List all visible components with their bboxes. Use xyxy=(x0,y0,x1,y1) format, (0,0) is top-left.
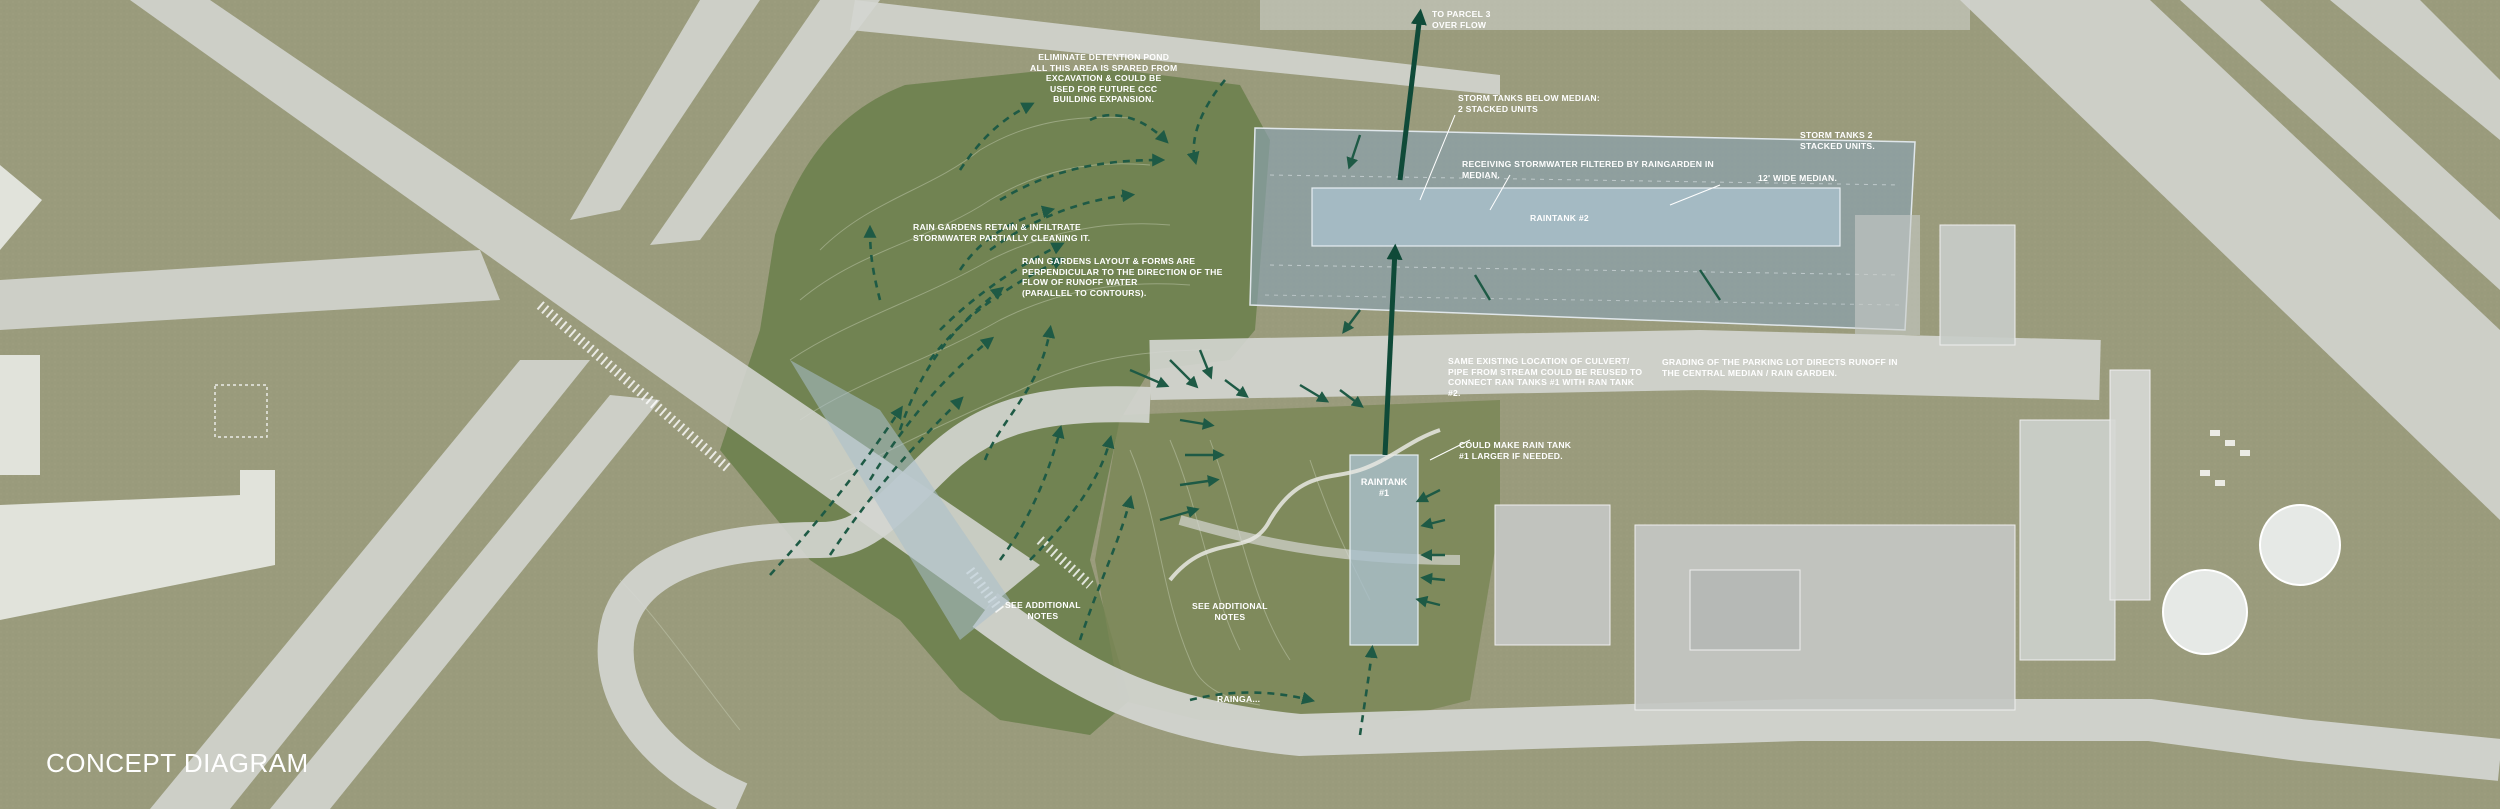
note-receiving-stormwater: RECEIVING STORMWATER FILTERED BY RAINGAR… xyxy=(1462,159,1714,180)
tank-circle-2 xyxy=(2162,569,2248,655)
note-storm-tanks-median: STORM TANKS BELOW MEDIAN: 2 STACKED UNIT… xyxy=(1458,93,1600,114)
note-culvert-reuse: SAME EXISTING LOCATION OF CULVERT/ PIPE … xyxy=(1448,356,1643,398)
leaders xyxy=(1419,114,1721,461)
note-rain-gardens-layout: RAIN GARDENS LAYOUT & FORMS ARE PERPENDI… xyxy=(1022,256,1223,298)
diagram-title: CONCEPT DIAGRAM xyxy=(46,748,309,778)
note-raingarden: RAINGA... xyxy=(1217,694,1261,704)
raintank-1 xyxy=(1349,454,1419,646)
north-drive xyxy=(1149,329,2101,400)
raingarden-zone xyxy=(720,70,1270,735)
access-loop xyxy=(597,386,1151,809)
parking-lot-north xyxy=(1249,127,1920,335)
flow-arrows xyxy=(1129,134,1721,608)
south-drive xyxy=(972,593,2500,781)
connector-arrows xyxy=(1382,8,1427,456)
note-see-additional-2: SEE ADDITIONAL NOTES xyxy=(1192,601,1268,622)
neighbor-building xyxy=(0,165,275,620)
note-median-width: 12' WIDE MEDIAN. xyxy=(1758,173,1838,183)
raintank-1-label: RAINTANK #1 xyxy=(1360,477,1408,498)
note-rain-gardens-retain: RAIN GARDENS RETAIN & INFILTRATE STORMWA… xyxy=(913,222,1091,243)
culvert-overlay xyxy=(790,360,1010,640)
utility-grid xyxy=(2200,430,2250,486)
runoff-arrows xyxy=(769,79,1378,736)
note-storm-tanks-right: STORM TANKS 2 STACKED UNITS. xyxy=(1800,130,1875,151)
stream xyxy=(1168,428,1441,582)
tank-circle-1 xyxy=(2259,504,2341,586)
note-parcel-overflow: TO PARCEL 3 OVER FLOW xyxy=(1432,9,1491,30)
note-detention-pond: ELIMINATE DETENTION POND ALL THIS AREA I… xyxy=(1030,52,1178,104)
raintank-2-label: RAINTANK #2 xyxy=(1530,213,1589,223)
note-parking-grading: GRADING OF THE PARKING LOT DIRECTS RUNOF… xyxy=(1662,357,1898,378)
dashed-footprint xyxy=(214,384,268,438)
note-larger-tank: COULD MAKE RAIN TANK #1 LARGER IF NEEDED… xyxy=(1459,440,1572,461)
main-building xyxy=(1494,224,2151,711)
note-see-additional-1: SEE ADDITIONAL NOTES xyxy=(1005,600,1081,621)
